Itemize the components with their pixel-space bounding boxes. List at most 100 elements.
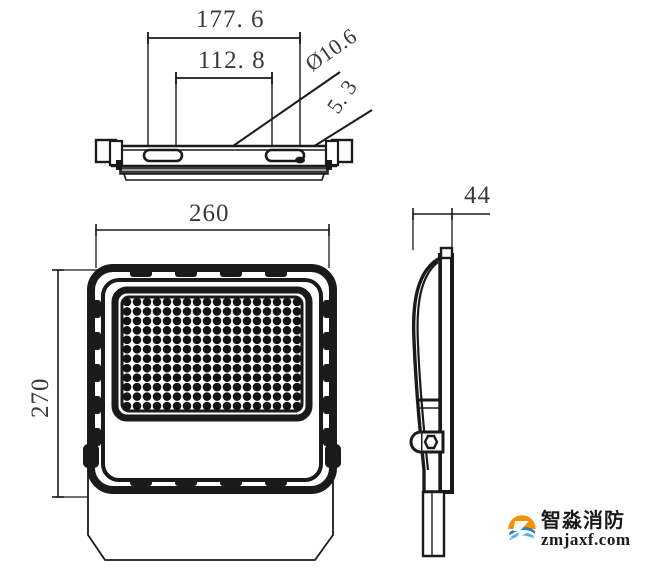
led-dot (282, 326, 292, 335)
led-dot (172, 354, 182, 364)
led-dot (282, 297, 292, 307)
led-dot (232, 392, 242, 401)
led-dot (202, 382, 212, 392)
led-dot (202, 401, 212, 411)
led-dot (192, 354, 202, 364)
housing-notches-right (323, 300, 332, 446)
led-dot (252, 354, 262, 364)
led-dot (132, 307, 142, 316)
led-dot (122, 373, 132, 382)
led-dot (172, 326, 182, 335)
dimension-44: 44 (412, 182, 491, 250)
led-dot (262, 326, 272, 335)
led-dot (282, 307, 292, 316)
led-dot (222, 373, 232, 382)
led-dot (252, 326, 262, 335)
led-dot (262, 344, 272, 354)
led-dot (192, 326, 202, 335)
led-dot (272, 373, 282, 382)
led-dot (152, 316, 162, 326)
led-dot (282, 382, 292, 392)
led-dot (272, 354, 282, 364)
led-dot (222, 316, 232, 326)
led-dot (142, 297, 152, 307)
led-dot (192, 344, 202, 354)
led-dot (132, 363, 142, 373)
led-dot (172, 373, 182, 382)
led-dot (222, 363, 232, 373)
brand-logo-icon (507, 514, 537, 544)
led-dot (162, 401, 172, 411)
led-dot (132, 297, 142, 307)
led-dot (122, 401, 132, 411)
led-dot (162, 335, 172, 345)
led-dot (262, 297, 272, 307)
led-dot (212, 297, 222, 307)
led-dot (152, 401, 162, 411)
led-dot (192, 373, 202, 382)
led-dot (232, 335, 242, 345)
led-dot (272, 363, 282, 373)
led-dot (132, 326, 142, 335)
led-dot (142, 326, 152, 335)
led-dot (282, 335, 292, 345)
led-dot (182, 316, 192, 326)
led-dot (292, 344, 302, 354)
led-dot (232, 354, 242, 364)
led-dot (162, 344, 172, 354)
led-dot (292, 363, 302, 373)
led-dot (122, 382, 132, 392)
dimension-label-112-8: 112. 8 (198, 47, 266, 74)
led-dot (252, 373, 262, 382)
front-pivot-bosses (83, 444, 341, 468)
led-dot (252, 382, 262, 392)
led-dot (182, 382, 192, 392)
led-dot (152, 373, 162, 382)
dimension-label-44: 44 (464, 182, 491, 209)
led-dot (292, 401, 302, 411)
led-dot (182, 354, 192, 364)
led-dot (132, 335, 142, 345)
led-dot (212, 326, 222, 335)
led-dot (242, 335, 252, 345)
led-dot (152, 363, 162, 373)
led-dot (212, 335, 222, 345)
led-dot (152, 354, 162, 364)
led-dot (202, 354, 212, 364)
led-dot (222, 392, 232, 401)
led-dot (242, 297, 252, 307)
led-dot (222, 401, 232, 411)
led-dot (172, 297, 182, 307)
led-dot (222, 307, 232, 316)
led-dot (232, 326, 242, 335)
dimension-270: 270 (27, 269, 110, 498)
led-dot (272, 392, 282, 401)
led-dot (292, 326, 302, 335)
led-dot (172, 344, 182, 354)
led-dot (132, 373, 142, 382)
led-dot (132, 382, 142, 392)
led-dot (132, 354, 142, 364)
led-dot (242, 401, 252, 411)
led-dot (202, 363, 212, 373)
led-dot (242, 373, 252, 382)
led-dot (182, 363, 192, 373)
led-dot (232, 401, 242, 411)
led-dot (202, 373, 212, 382)
dimension-label-260: 260 (189, 200, 230, 227)
led-dot (142, 401, 152, 411)
led-dot (162, 316, 172, 326)
top-view-body (94, 138, 354, 181)
led-dot (272, 401, 282, 411)
led-dot (252, 363, 262, 373)
led-dot (262, 354, 272, 364)
led-dot (132, 392, 142, 401)
led-dot (212, 354, 222, 364)
led-dot (242, 307, 252, 316)
led-dot (152, 297, 162, 307)
led-dot (252, 307, 262, 316)
led-dot (242, 344, 252, 354)
led-dot (292, 335, 302, 345)
led-dot (182, 297, 192, 307)
led-dot (232, 363, 242, 373)
